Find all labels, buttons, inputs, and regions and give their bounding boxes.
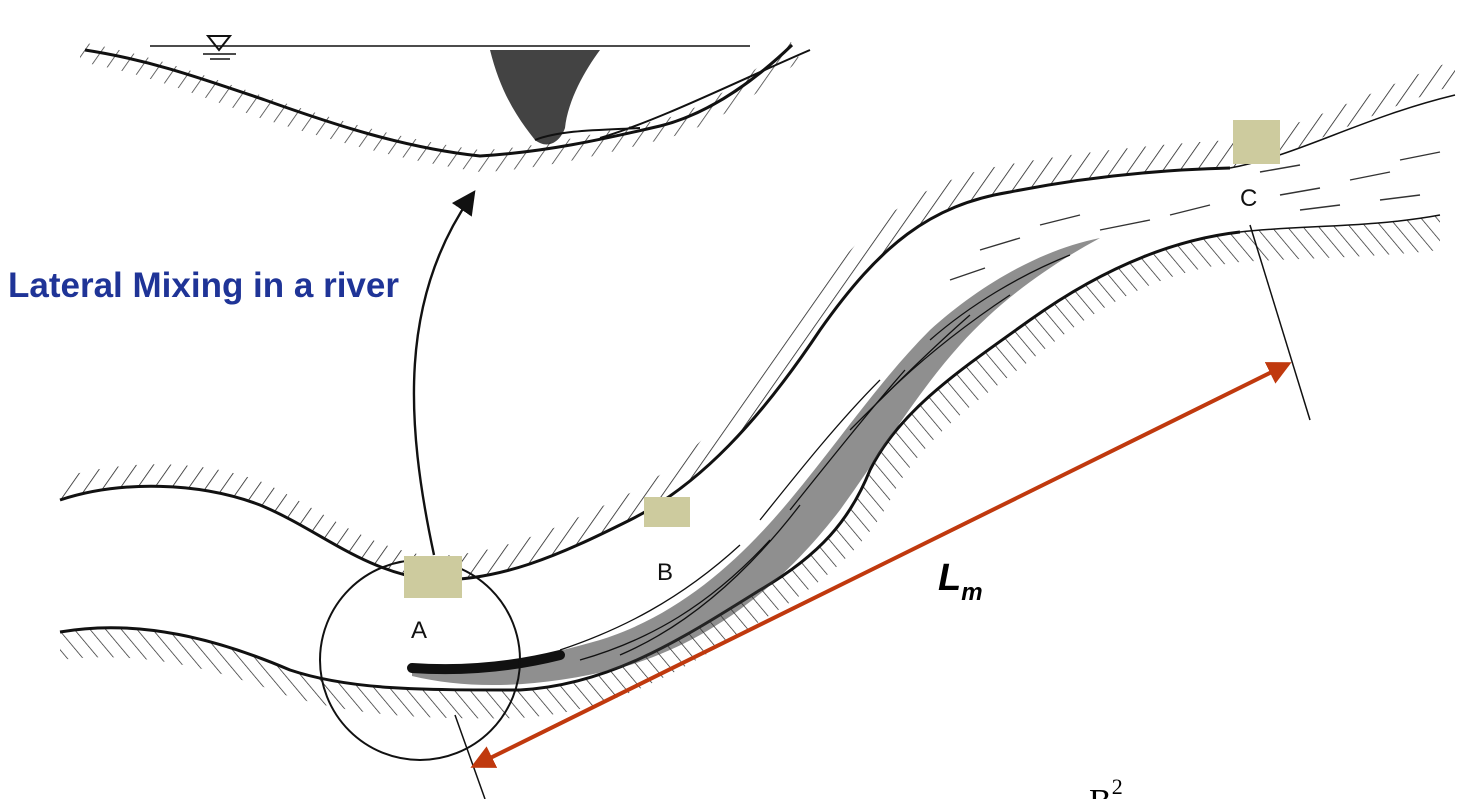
section-pointer-arrow [414,198,470,555]
point-label-b: B [657,559,673,586]
diagram-title: Lateral Mixing in a river [8,266,399,306]
mixing-length-label: Lm [938,557,983,606]
formula-fragment: B2 [1089,774,1123,799]
marker-a [404,556,462,598]
marker-c [1233,120,1280,164]
river-cross-section [80,36,810,172]
point-label-a: A [411,617,427,644]
river-plan-view [60,60,1455,799]
marker-b [644,497,690,527]
point-label-c: C [1240,185,1257,212]
